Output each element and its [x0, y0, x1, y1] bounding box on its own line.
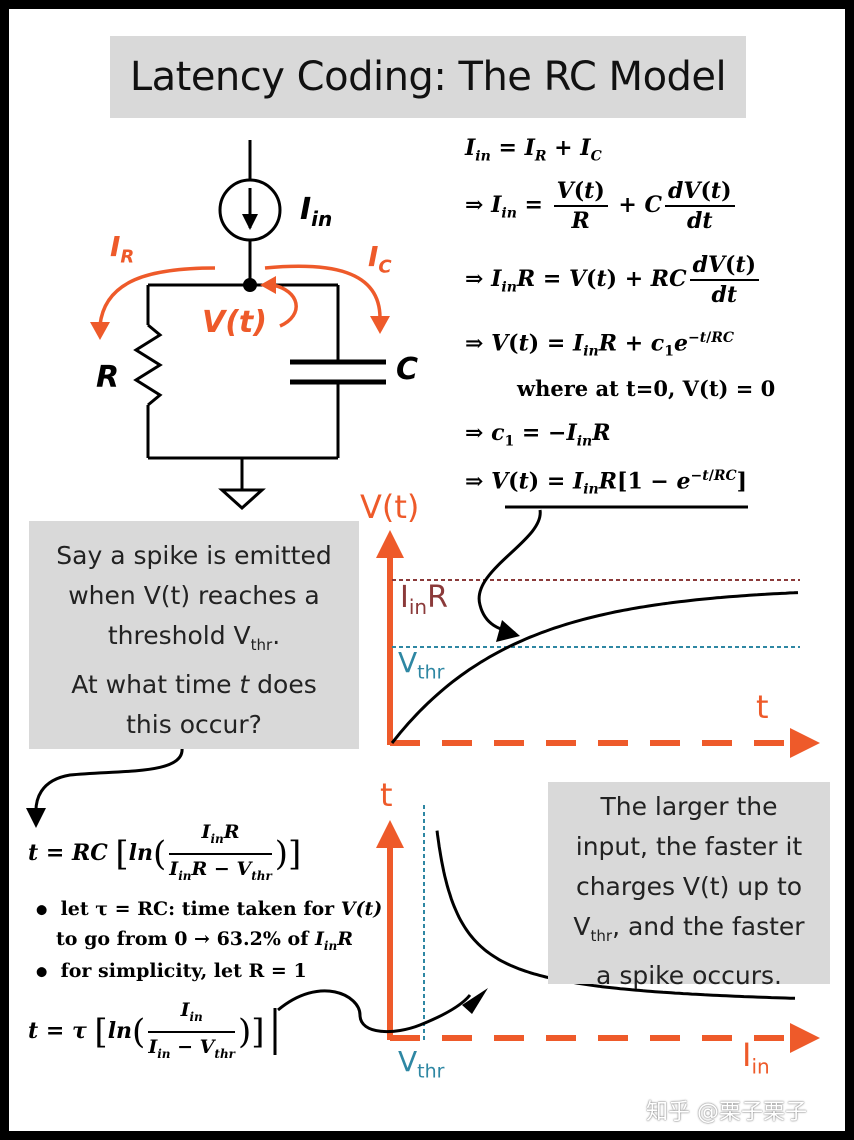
equation-to-curve-arrow	[477, 509, 542, 635]
equation-line-5: where at t=0, V(t) = 0	[517, 376, 776, 401]
solution-bullet-2: ● for simplicity, let R = 1	[36, 960, 307, 982]
watermark: 知乎 @栗子栗子	[646, 1100, 807, 1125]
circuit-node-dot	[243, 278, 257, 292]
question-box: Say a spike is emitted when V(t) reaches…	[29, 521, 359, 749]
answer-line-4: Vthr, and the faster	[573, 912, 805, 945]
solution-bullet-1-cont: to go from 0 → 63.2% of IinR	[56, 928, 353, 953]
top-graph-x-label: t	[756, 688, 769, 726]
answer-line-5: a spike occurs.	[596, 961, 782, 990]
question-line-4: At what time t does	[71, 670, 317, 699]
question-line-5: this occur?	[126, 710, 262, 739]
equation-line-6: ⇒ c1 = −IinR	[465, 420, 611, 450]
equation-line-4: ⇒ V(t) = IinR + c1e−t/RC	[465, 330, 735, 360]
answer-box: The larger the input, the faster it char…	[548, 782, 830, 990]
answer-line-1: The larger the	[600, 792, 778, 821]
vt-arrow-head	[260, 276, 276, 294]
page-title: Latency Coding: The RC Model	[129, 54, 727, 100]
bottom-graph-x-label: Iin	[742, 1036, 770, 1079]
resistor-symbol	[133, 323, 163, 407]
top-graph-threshold-label: Vthr	[398, 646, 445, 684]
top-graph-charging-curve	[390, 591, 799, 744]
ir-current-arrow	[98, 266, 216, 326]
label-i-c: IC	[368, 240, 392, 278]
ic-arrow-head	[370, 316, 390, 334]
top-graph-axes	[376, 530, 820, 758]
bottom-graph-threshold-label: Vthr	[398, 1045, 445, 1083]
label-v-t: V(t)	[202, 305, 267, 340]
question-line-3: threshold Vthr.	[107, 621, 281, 654]
equation-line-1: Iin = IR + IC	[465, 135, 602, 165]
ic-current-arrow	[264, 264, 382, 319]
label-i-r: IR	[110, 230, 135, 268]
equation-line-7: ⇒ V(t) = IinR[1 − e−t/RC]	[465, 468, 748, 498]
vt-node-arrow	[271, 283, 298, 328]
solution-to-curve-arrowhead	[462, 988, 488, 1014]
bottom-graph-y-label: t	[380, 776, 393, 814]
question-to-solution-arrow	[34, 747, 184, 816]
top-graph-y-arrow	[376, 530, 404, 558]
current-source-arrow-head	[242, 214, 258, 230]
top-graph-x-arrow	[790, 728, 820, 758]
ground-symbol	[218, 488, 266, 511]
title-banner: Latency Coding: The RC Model	[110, 36, 746, 118]
bottom-graph-y-arrow	[376, 820, 404, 848]
label-resistor: R	[96, 360, 120, 395]
bottom-graph-axes	[376, 820, 820, 1053]
answer-line-3: charges V(t) up to	[575, 872, 803, 901]
top-graph-y-label: V(t)	[360, 488, 420, 526]
question-to-solution-arrowhead	[26, 808, 46, 828]
label-i-in: Iin	[300, 192, 333, 231]
equation-to-curve-arrowhead	[496, 620, 520, 642]
label-capacitor: C	[396, 352, 419, 387]
top-graph-asymptote-label: IinR	[400, 580, 448, 619]
answer-line-2: input, the faster it	[575, 832, 803, 861]
question-line-2: when V(t) reaches a	[68, 581, 320, 610]
solution-to-curve-arrow	[277, 989, 472, 1034]
solution-bullet-1: ● let τ = RC: time taken for V(t)	[36, 898, 383, 920]
bottom-graph-x-arrow	[790, 1023, 820, 1053]
question-line-1: Say a spike is emitted	[56, 541, 332, 570]
ir-arrow-head	[90, 322, 110, 340]
